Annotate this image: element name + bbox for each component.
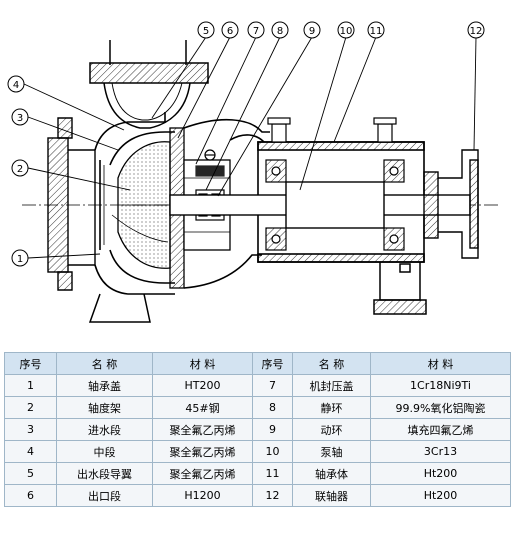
cell-material: 聚全氟乙丙烯	[152, 462, 253, 485]
callout-label: 11	[370, 26, 383, 37]
cell-index: 1	[4, 374, 57, 397]
header-name: 名 称	[292, 352, 371, 375]
callout-11	[367, 21, 385, 39]
oil-cups	[267, 117, 397, 143]
callout-label: 2	[17, 164, 23, 175]
cell-index: 5	[4, 462, 57, 485]
callout-8	[271, 21, 289, 39]
cell-part-name: 轴承盖	[56, 374, 153, 397]
cell-index: 11	[252, 462, 293, 485]
cell-part-name: 中段	[56, 440, 153, 463]
cell-index: 6	[4, 484, 57, 507]
cell-part-name: 机封压盖	[292, 374, 371, 397]
callout-label: 6	[227, 26, 233, 37]
cell-material: 填充四氟乙烯	[370, 418, 511, 441]
callout-10	[337, 21, 355, 39]
callout-label: 1	[17, 254, 23, 265]
cell-material: Ht200	[370, 462, 511, 485]
header-name: 名 称	[56, 352, 153, 375]
callout-6	[221, 21, 239, 39]
callout-5	[197, 21, 215, 39]
cell-index: 9	[252, 418, 293, 441]
header-material: 材 料	[370, 352, 511, 375]
callout-label: 9	[309, 26, 315, 37]
callout-3	[11, 108, 29, 126]
callout-label: 5	[203, 26, 209, 37]
callout-12	[467, 21, 485, 39]
callout-label: 3	[17, 113, 23, 124]
callout-2	[11, 159, 29, 177]
callout-1	[11, 249, 29, 267]
cell-material: 1Cr18Ni9Ti	[370, 374, 511, 397]
table-header-row: 序号 名 称 材 料 序号 名 称 材 料	[4, 352, 511, 375]
header-index: 序号	[252, 352, 293, 375]
cell-part-name: 进水段	[56, 418, 153, 441]
cell-part-name: 动环	[292, 418, 371, 441]
callout-label: 12	[470, 26, 483, 37]
cell-index: 7	[252, 374, 293, 397]
callout-7	[247, 21, 265, 39]
bearing-bracket	[183, 118, 270, 289]
cell-index: 4	[4, 440, 57, 463]
support-feet	[88, 262, 427, 323]
cell-material: HT200	[152, 374, 253, 397]
cell-index: 12	[252, 484, 293, 507]
cell-part-name: 静环	[292, 396, 371, 419]
cell-material: 3Cr13	[370, 440, 511, 463]
bearings	[265, 159, 405, 251]
impeller	[111, 141, 171, 269]
callout-label: 4	[13, 80, 19, 91]
cell-part-name: 出水段导翼	[56, 462, 153, 485]
callout-9	[303, 21, 321, 39]
callout-label: 7	[253, 26, 259, 37]
callout-leaders	[23, 36, 477, 259]
inlet-flange	[47, 117, 96, 291]
callouts: 1 2 3 4 5 6 7 8 9 10 11 12	[7, 21, 485, 267]
cell-material: H1200	[152, 484, 253, 507]
header-material: 材 料	[152, 352, 253, 375]
cell-material: 45#钢	[152, 396, 253, 419]
cell-index: 2	[4, 396, 57, 419]
cell-material: Ht200	[370, 484, 511, 507]
pump-casing	[94, 112, 175, 295]
callout-label: 10	[340, 26, 353, 37]
cell-material: 聚全氟乙丙烯	[152, 440, 253, 463]
header-index: 序号	[4, 352, 57, 375]
cell-part-name: 联轴器	[292, 484, 371, 507]
cell-part-name: 出口段	[56, 484, 153, 507]
cell-part-name: 轴承体	[292, 462, 371, 485]
cell-index: 8	[252, 396, 293, 419]
cell-index: 3	[4, 418, 57, 441]
cell-part-name: 轴度架	[56, 396, 153, 419]
cell-index: 10	[252, 440, 293, 463]
callout-label: 8	[277, 26, 283, 37]
coupling	[423, 149, 479, 259]
callout-4	[7, 75, 25, 93]
cell-part-name: 泵轴	[292, 440, 371, 463]
cell-material: 聚全氟乙丙烯	[152, 418, 253, 441]
cell-material: 99.9%氧化铝陶瓷	[370, 396, 511, 419]
pump-cross-section-drawing: 1 2 3 4 5 6 7 8 9 10 11 12	[7, 21, 498, 323]
